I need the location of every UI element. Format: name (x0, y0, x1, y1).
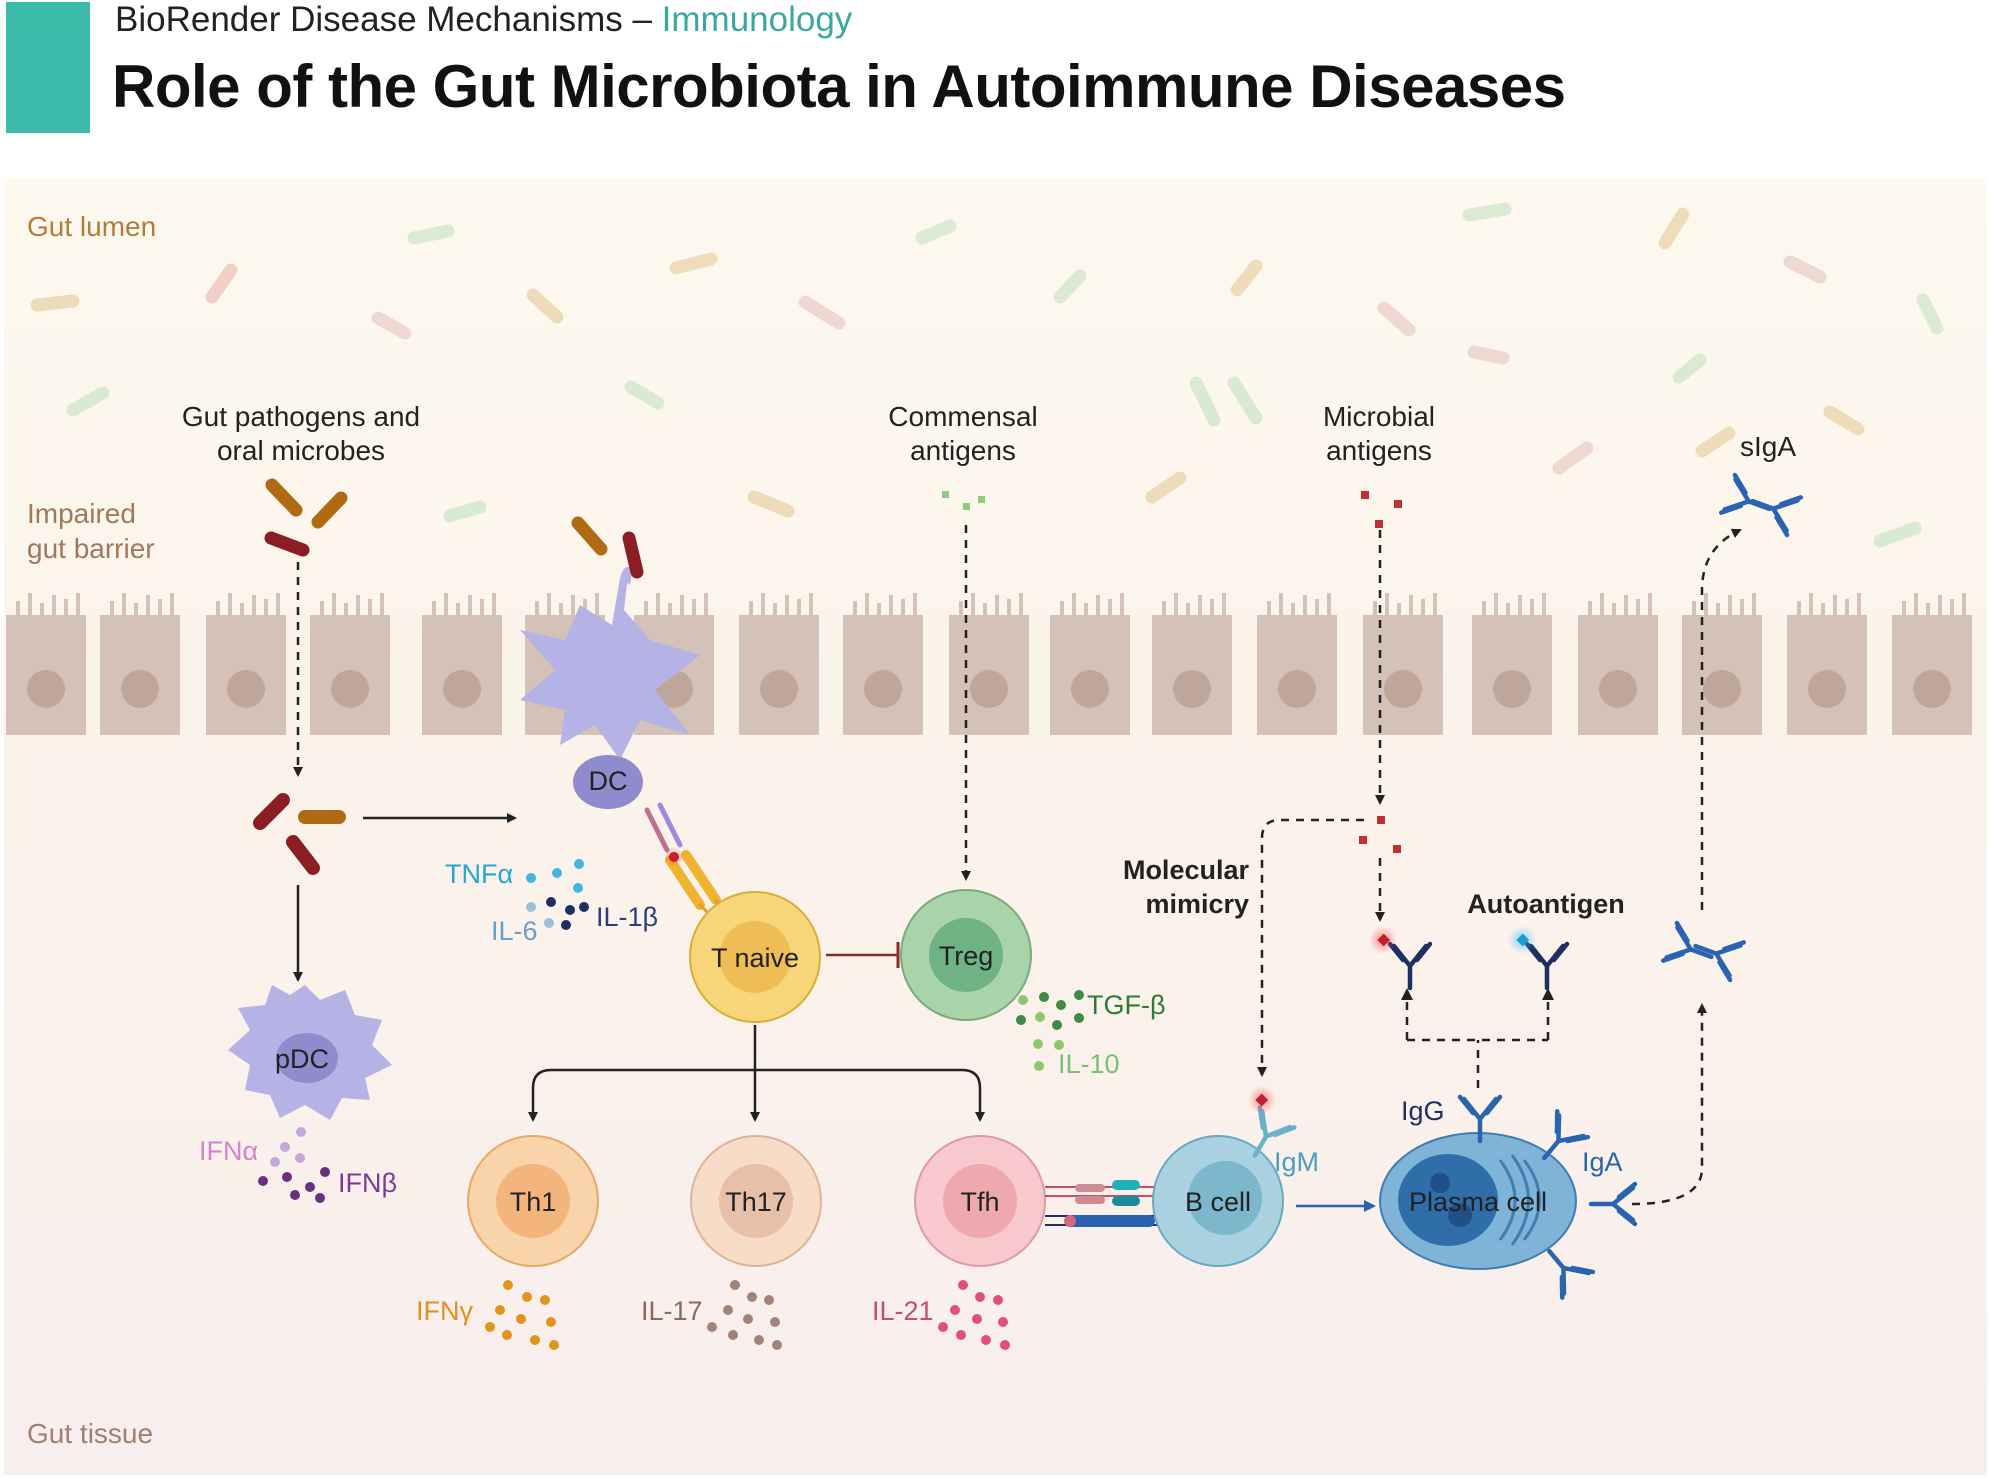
commensal-label-1: Commensal (888, 401, 1037, 432)
b-cell-label: B cell (1185, 1187, 1251, 1217)
tissue-label: Gut tissue (27, 1418, 153, 1449)
dc-cytokine-dots (526, 859, 589, 930)
tfh-cytokine-dots (938, 1280, 1010, 1350)
commensal-label-2: antigens (910, 435, 1016, 466)
tfh-label: Tfh (960, 1187, 999, 1217)
molecular-mimicry-path (1257, 818, 1364, 1077)
t-naive-label: T naive (711, 943, 799, 973)
series-separator: – (632, 0, 652, 39)
barrier-label-2: gut barrier (27, 533, 155, 564)
th17-cytokine-dots (707, 1280, 782, 1350)
tnfa-label: TNFα (445, 859, 513, 889)
th1-label: Th1 (510, 1187, 557, 1217)
mimicry-label-2: mimicry (1145, 889, 1249, 919)
microbial-antigen-bound (1377, 933, 1391, 947)
inhibition-line (826, 942, 900, 968)
microbial-antigen-dots (1359, 491, 1402, 853)
igg-label: IgG (1401, 1096, 1445, 1126)
dc-bacteria (571, 516, 644, 579)
pathogen-bacteria-tissue (253, 793, 346, 875)
siga-label: sIgA (1740, 431, 1796, 462)
pathogen-bacteria-top (264, 478, 348, 557)
iga-to-lumen-path (1700, 528, 1742, 910)
treg-cytokine-dots (1016, 990, 1084, 1071)
dendritic-cell (520, 566, 700, 809)
th1-cytokine-dots (485, 1280, 559, 1350)
pdc-label: pDC (275, 1044, 329, 1074)
dc-label: DC (589, 766, 628, 796)
page-title: Role of the Gut Microbiota in Autoimmune… (112, 53, 1566, 120)
th1-cell (467, 1135, 599, 1267)
differentiation-arrows (528, 1025, 985, 1122)
lumen-label: Gut lumen (27, 211, 156, 242)
lumen-bacteria (30, 202, 1944, 548)
microbial-label-2: antigens (1326, 435, 1432, 466)
igm-label: IgM (1274, 1147, 1319, 1177)
pathogens-label-2: oral microbes (217, 435, 385, 466)
autoantigen-bound (1516, 933, 1530, 947)
ifna-label: IFNα (199, 1136, 258, 1166)
series-subtitle: BioRender Disease Mechanisms – Immunolog… (115, 0, 852, 40)
ifnb-label: IFNβ (338, 1168, 397, 1198)
mimicry-label-1: Molecular (1123, 855, 1250, 885)
igm-antigen (1255, 1093, 1269, 1107)
il1b-label: IL-1β (596, 902, 658, 932)
il21-label: IL-21 (872, 1296, 934, 1326)
plasma-cell-label: Plasma cell (1409, 1187, 1547, 1217)
b-cell (1152, 1135, 1284, 1267)
series-topic: Immunology (661, 0, 853, 39)
il6-label: IL-6 (491, 916, 538, 946)
treg-label: Treg (939, 941, 994, 971)
plasmacytoid-dc (228, 985, 392, 1120)
t-naive-cell (689, 891, 821, 1023)
pdc-cytokine-dots (258, 1127, 330, 1203)
iga-label: IgA (1582, 1147, 1623, 1177)
pathogens-label-1: Gut pathogens and (182, 401, 420, 432)
th17-cell (690, 1135, 822, 1267)
tgfb-label: TGF-β (1087, 990, 1166, 1020)
treg-cell (900, 889, 1032, 1021)
igg-split-arrows (1405, 995, 1550, 1088)
series-name: BioRender Disease Mechanisms (115, 0, 623, 39)
ifng-label: IFNγ (416, 1296, 473, 1326)
accent-bar (6, 2, 90, 133)
microbial-label-1: Microbial (1323, 401, 1435, 432)
commensal-antigen-dots (942, 491, 985, 510)
plasma-cell (1379, 1132, 1577, 1270)
autoantigen-label: Autoantigen (1467, 889, 1624, 919)
il10-label: IL-10 (1058, 1049, 1120, 1079)
th17-label: Th17 (725, 1187, 787, 1217)
il17-label: IL-17 (641, 1296, 703, 1326)
tfh-bcell-synapse (1045, 1180, 1160, 1227)
tfh-cell (914, 1135, 1046, 1267)
barrier-label-1: Impaired (27, 498, 136, 529)
